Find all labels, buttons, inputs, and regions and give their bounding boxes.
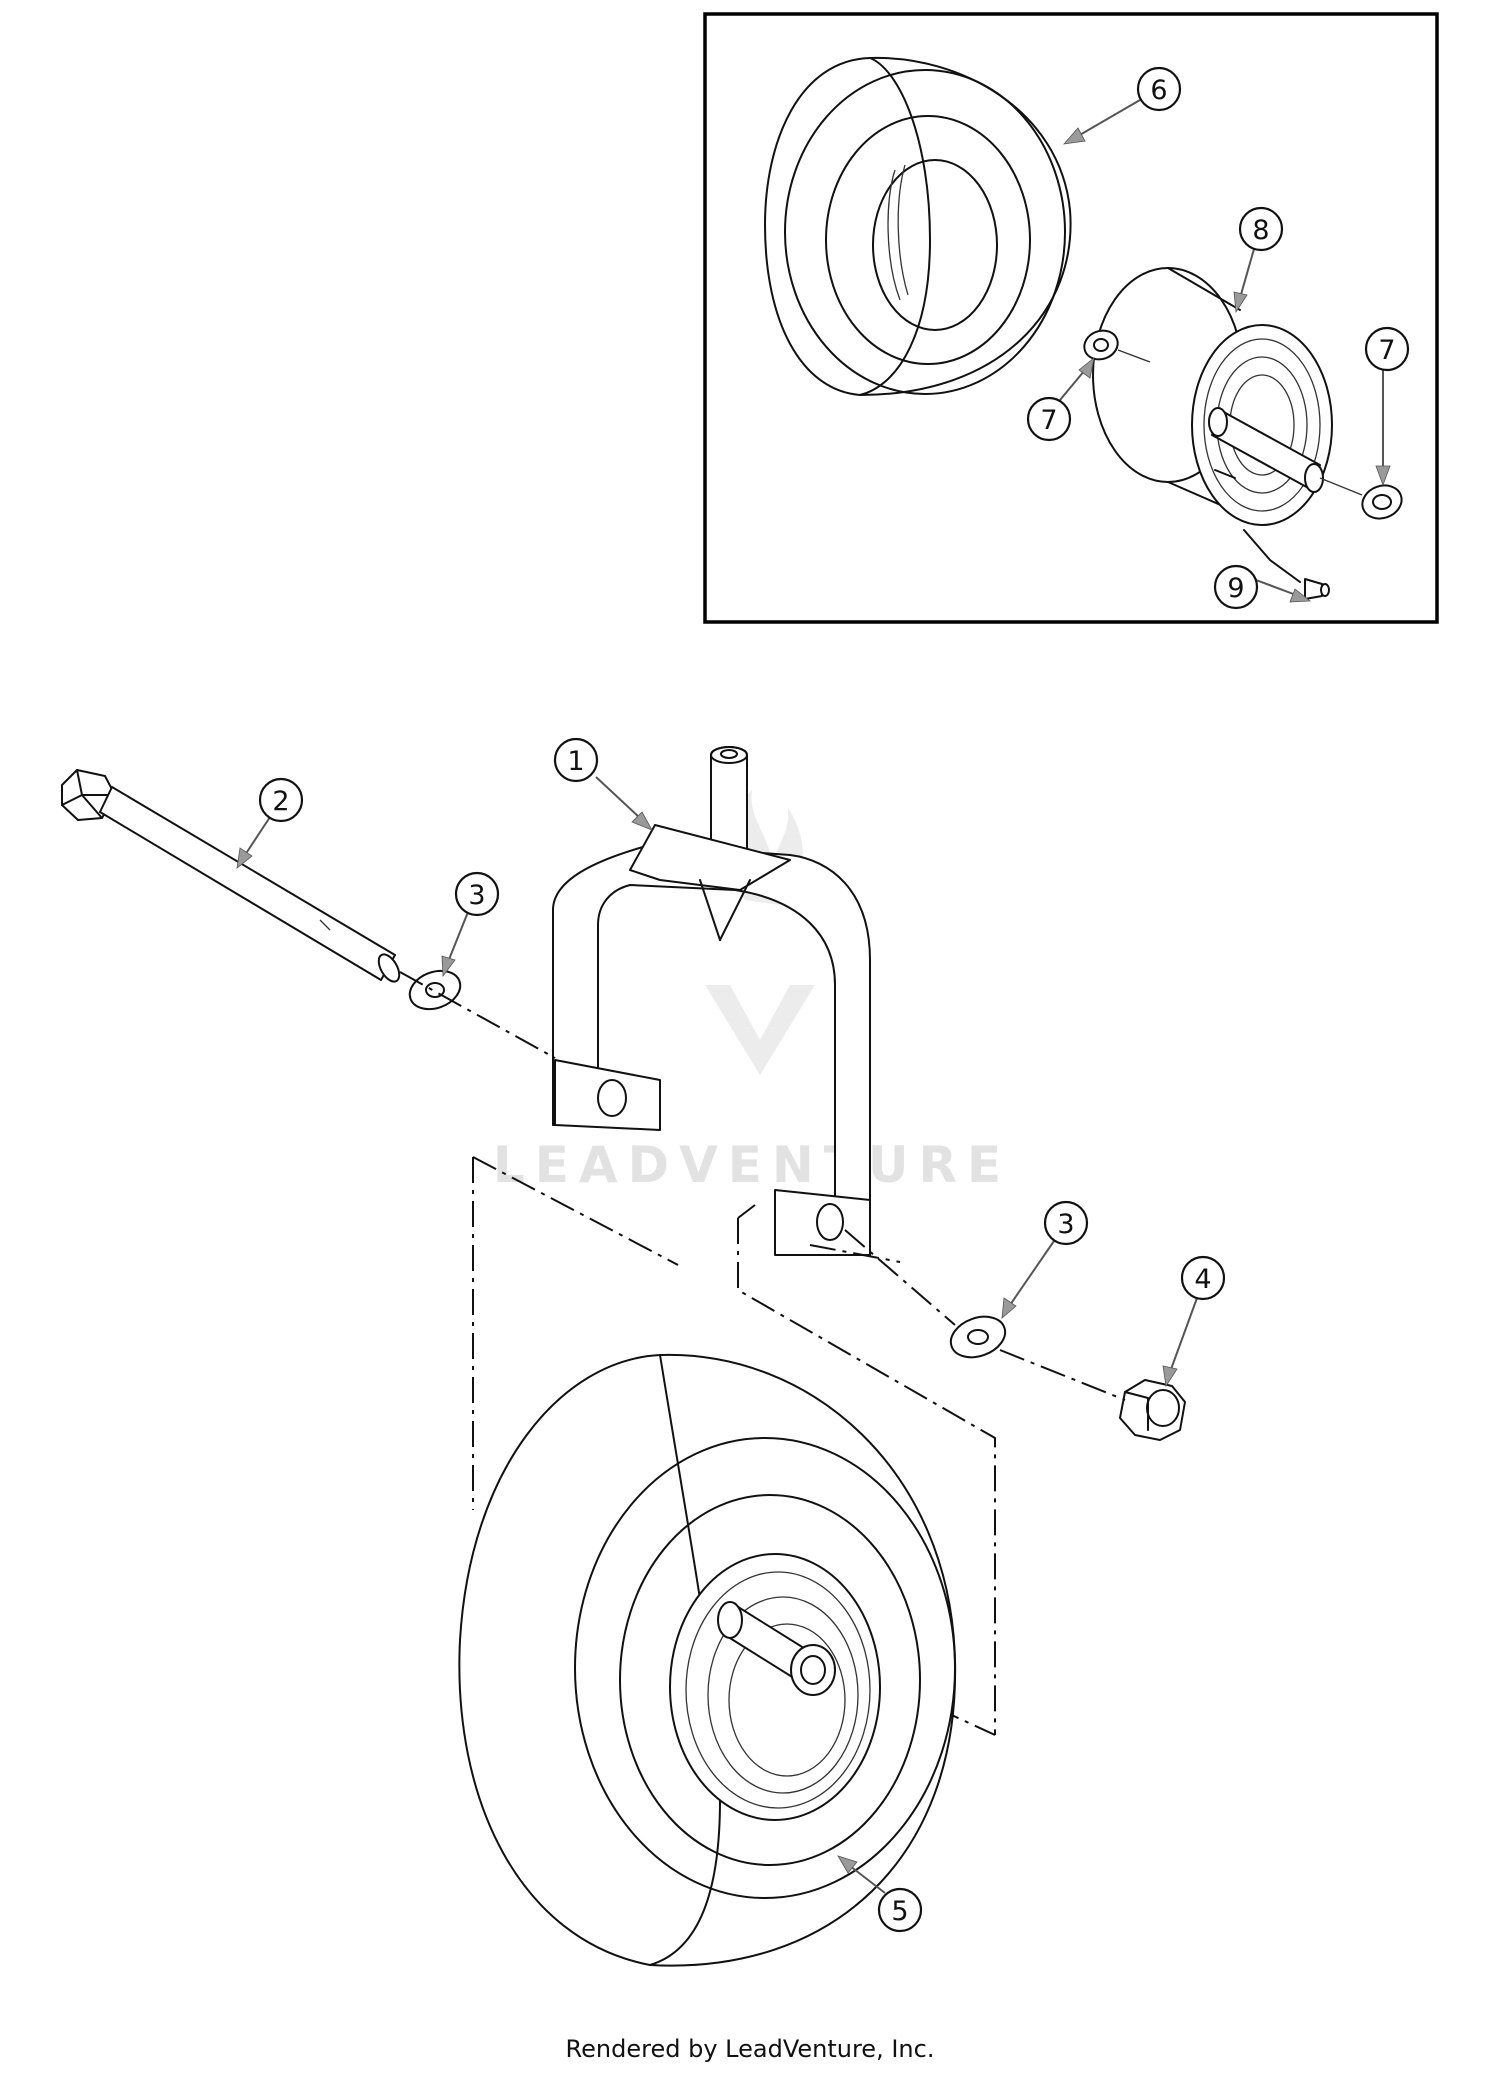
callout-3b: 3 <box>1001 1200 1089 1319</box>
callout-3a-label: 3 <box>468 880 485 911</box>
callout-9: 9 <box>1213 564 1312 610</box>
axle-bolt <box>61 769 401 983</box>
inset-bearing-left <box>1083 329 1151 363</box>
wheel-assembly <box>458 1353 957 1967</box>
footer-credit: Rendered by LeadVenture, Inc. <box>565 2035 935 2063</box>
callout-7b-label: 7 <box>1378 335 1395 366</box>
callout-5: 5 <box>837 1855 923 1933</box>
callout-4-label: 4 <box>1194 1264 1211 1295</box>
callout-5-label: 5 <box>891 1896 908 1927</box>
callout-9-label: 9 <box>1227 573 1244 604</box>
inset-rim <box>1092 267 1333 526</box>
callout-6: 6 <box>1062 66 1182 145</box>
callout-8-label: 8 <box>1252 215 1269 246</box>
caster-fork <box>552 746 871 1256</box>
callout-2-label: 2 <box>272 786 289 817</box>
watermark-text: LEADVENTURE <box>493 1136 1011 1194</box>
inset-valve-stem <box>1243 529 1330 600</box>
callout-6-label: 6 <box>1150 75 1167 106</box>
callout-8: 8 <box>1233 206 1284 314</box>
assembly-dashed-outline <box>472 1156 996 1735</box>
callout-3b-label: 3 <box>1057 1209 1074 1240</box>
callout-7a-label: 7 <box>1040 405 1057 436</box>
inset-tire <box>764 56 1072 396</box>
callout-7b: 7 <box>1364 326 1410 487</box>
callout-1-label: 1 <box>567 746 584 777</box>
callout-4: 4 <box>1162 1255 1226 1388</box>
lock-nut <box>1119 1379 1186 1441</box>
inset-frame <box>703 12 1439 624</box>
callout-2: 2 <box>236 777 304 869</box>
washer-left <box>408 969 462 1011</box>
callout-7a: 7 <box>1026 357 1095 442</box>
callout-3a: 3 <box>441 871 500 978</box>
callout-1: 1 <box>553 737 653 831</box>
inset-bearing-right <box>1319 477 1403 520</box>
washer-right <box>949 1315 1007 1359</box>
